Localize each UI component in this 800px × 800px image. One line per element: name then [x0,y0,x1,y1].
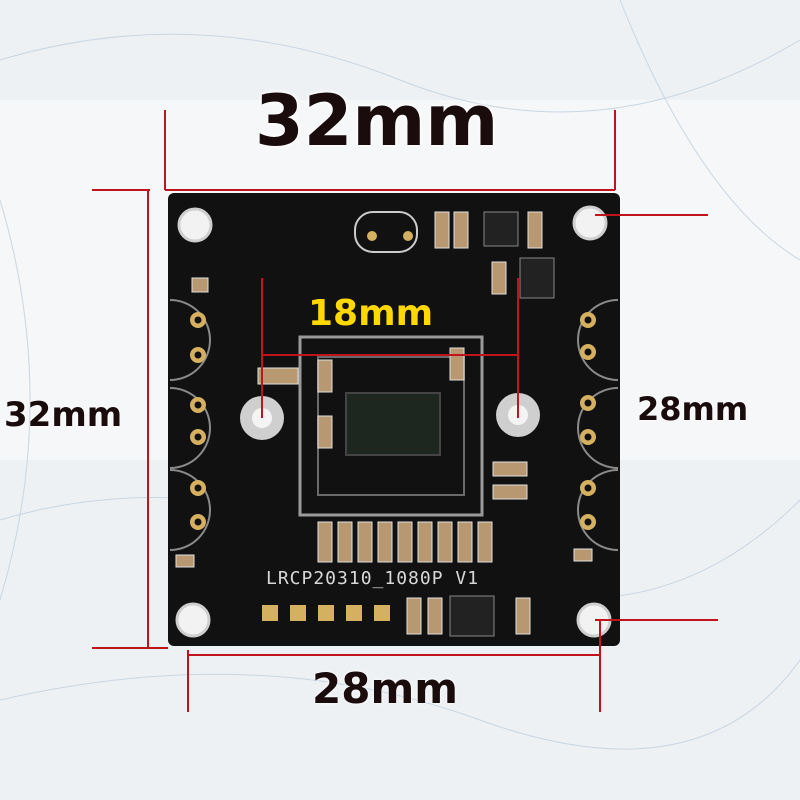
sensor-outline [298,335,484,517]
smd-components [175,211,593,637]
dimension-lines [92,110,718,712]
hole-spacing-horizontal-label: 28mm [312,664,458,713]
top-connector [354,211,418,253]
lens-mount-spacing-label: 18mm [308,293,434,334]
board-width-label: 32mm [255,80,499,162]
bottom-header-pins [262,605,390,621]
terminal-pads [169,299,619,551]
board-height-label: 32mm [4,395,123,435]
hole-spacing-vertical-label: 28mm [637,390,749,428]
silkscreen-label: LRCP20310_1080P V1 [266,568,480,589]
pcb-board [168,193,620,646]
background-curves [0,0,800,750]
image-sensor [345,392,441,456]
